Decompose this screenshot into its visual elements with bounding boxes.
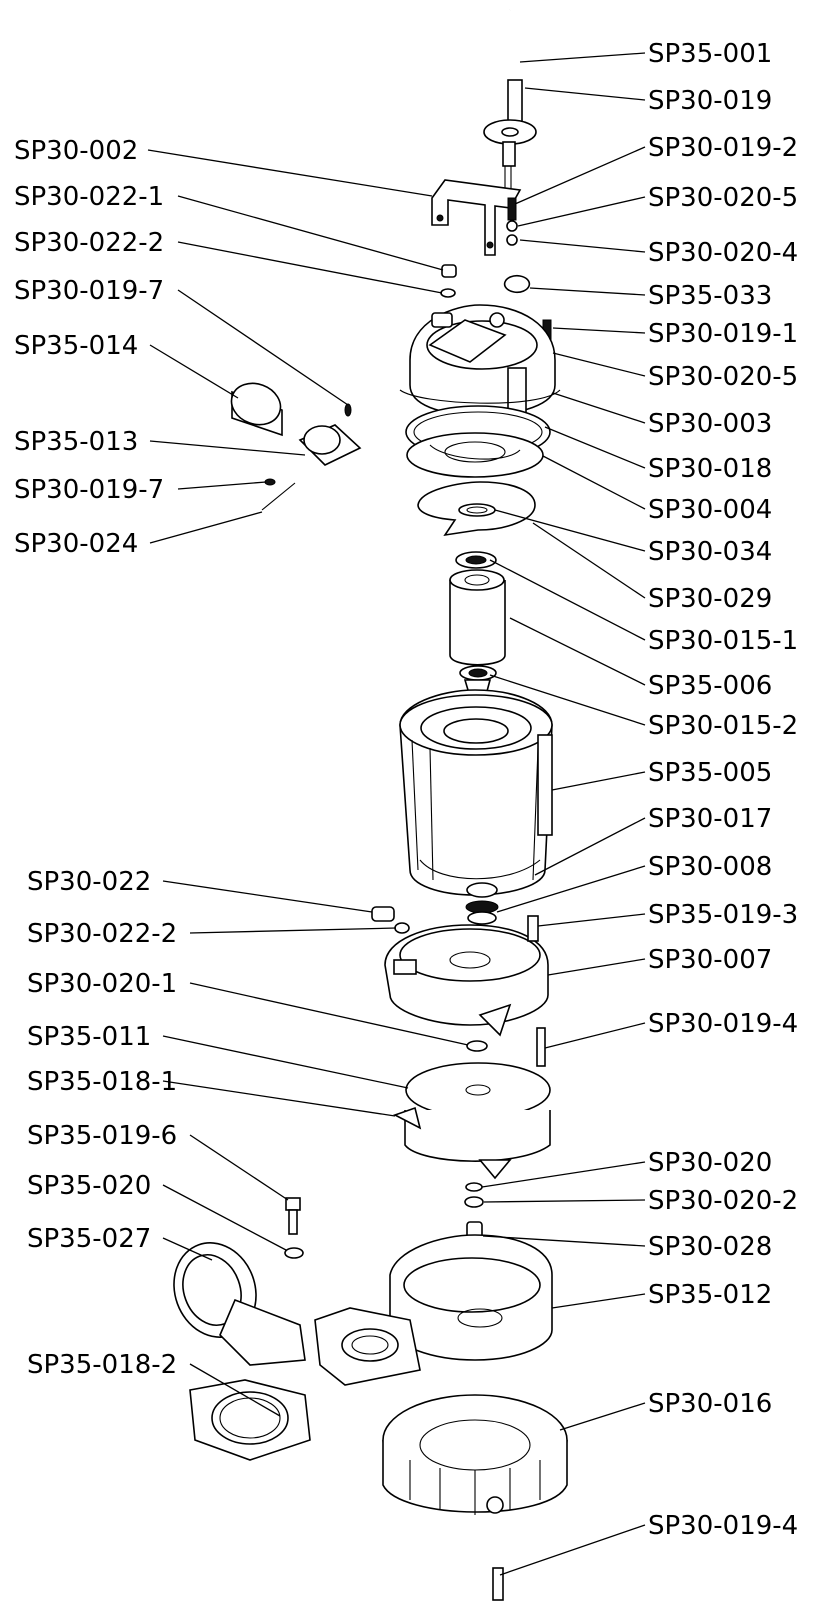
small-fasteners-top xyxy=(440,197,553,359)
washer-part xyxy=(466,1040,488,1052)
impeller-plate-part xyxy=(392,1062,551,1180)
label-sp30-022-2-lower: SP30-022-2 xyxy=(27,919,177,949)
leader-lines xyxy=(147,52,646,1576)
small-fasteners-left xyxy=(261,403,352,511)
label-sp30-004: SP30-004 xyxy=(648,495,772,525)
label-sp35-014: SP35-014 xyxy=(14,331,138,361)
label-sp30-015-2: SP30-015-2 xyxy=(648,711,798,741)
bracket-part xyxy=(431,179,522,256)
pump-bowl-part xyxy=(384,924,549,1037)
seal-disc-part xyxy=(417,481,536,537)
bottom-bolt-part xyxy=(492,1567,504,1601)
label-sp30-019-2: SP30-019-2 xyxy=(648,133,798,163)
label-sp30-020-5-upper: SP30-020-5 xyxy=(648,183,798,213)
label-sp35-018-1: SP35-018-1 xyxy=(27,1067,177,1097)
label-sp35-019-6: SP35-019-6 xyxy=(27,1121,177,1151)
label-sp35-005: SP35-005 xyxy=(648,758,772,788)
capacitor-part xyxy=(230,382,362,466)
label-sp30-020: SP30-020 xyxy=(648,1148,772,1178)
label-sp30-022-2-upper: SP30-022-2 xyxy=(14,228,164,258)
upper-bearing-part xyxy=(455,551,497,569)
label-sp30-020-4: SP30-020-4 xyxy=(648,238,798,268)
cable-part xyxy=(507,9,518,81)
label-sp30-008: SP30-008 xyxy=(648,852,772,882)
label-sp30-016: SP30-016 xyxy=(648,1389,772,1419)
screw-part xyxy=(527,915,539,942)
label-sp30-019-4-lower: SP30-019-4 xyxy=(648,1511,798,1541)
label-sp35-033: SP35-033 xyxy=(648,281,772,311)
top-cover-part xyxy=(399,304,561,419)
plate-part xyxy=(406,432,544,478)
label-sp35-011: SP35-011 xyxy=(27,1022,151,1052)
label-sp30-022: SP30-022 xyxy=(27,867,151,897)
label-sp30-018: SP30-018 xyxy=(648,454,772,484)
label-sp30-019-4-upper: SP30-019-4 xyxy=(648,1009,798,1039)
label-sp30-007: SP30-007 xyxy=(648,945,772,975)
bolt-part xyxy=(536,1027,546,1067)
label-sp30-029: SP30-029 xyxy=(648,584,772,614)
label-sp30-003: SP30-003 xyxy=(648,409,772,439)
label-sp35-018-2: SP35-018-2 xyxy=(27,1350,177,1380)
label-sp35-012: SP35-012 xyxy=(648,1280,772,1310)
left-plugs-part xyxy=(371,906,410,934)
rotor-part xyxy=(449,569,506,666)
label-sp30-024: SP30-024 xyxy=(14,529,138,559)
lower-washers-part xyxy=(464,1182,484,1208)
label-sp30-028: SP30-028 xyxy=(648,1232,772,1262)
label-sp30-019-1: SP30-019-1 xyxy=(648,319,798,349)
label-sp30-020-1: SP30-020-1 xyxy=(27,969,177,999)
label-sp30-034: SP30-034 xyxy=(648,537,772,567)
label-sp30-015-1: SP30-015-1 xyxy=(648,626,798,656)
label-sp30-017: SP30-017 xyxy=(648,804,772,834)
label-sp30-002: SP30-002 xyxy=(14,136,138,166)
label-sp30-019-7-upper: SP30-019-7 xyxy=(14,276,164,306)
label-sp35-013: SP35-013 xyxy=(14,427,138,457)
label-sp30-022-1: SP30-022-1 xyxy=(14,182,164,212)
shaft-seal-part xyxy=(465,882,499,925)
label-sp35-001: SP35-001 xyxy=(648,39,772,69)
gasket-part xyxy=(189,1379,311,1461)
cable-gland-part xyxy=(483,79,537,190)
strainer-part xyxy=(382,1394,568,1515)
label-sp30-020-5-lower: SP30-020-5 xyxy=(648,362,798,392)
left-screw-part xyxy=(284,1197,304,1259)
part-labels: SP35-001 SP30-019 SP30-019-2 SP30-020-5 … xyxy=(14,39,798,1541)
label-sp35-006: SP35-006 xyxy=(648,671,772,701)
label-sp35-020: SP35-020 xyxy=(27,1171,151,1201)
label-sp30-019: SP30-019 xyxy=(648,86,772,116)
label-sp35-027: SP35-027 xyxy=(27,1224,151,1254)
volute-part xyxy=(314,1234,553,1386)
stator-housing-part xyxy=(399,689,553,896)
parts-drawing xyxy=(173,9,568,1601)
label-sp30-020-2: SP30-020-2 xyxy=(648,1186,798,1216)
label-sp30-019-7-lower: SP30-019-7 xyxy=(14,475,164,505)
elbow-part xyxy=(173,1242,306,1366)
label-sp35-019-3: SP35-019-3 xyxy=(648,900,798,930)
